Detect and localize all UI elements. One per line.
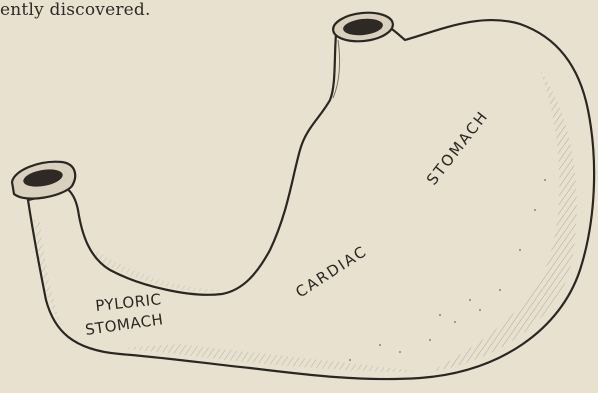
esophageal-opening bbox=[332, 10, 395, 44]
svg-text:STOMACH: STOMACH bbox=[423, 107, 492, 188]
shading-right bbox=[430, 70, 577, 372]
pyloric-opening bbox=[12, 162, 75, 199]
svg-text:CARDIAC: CARDIAC bbox=[292, 242, 370, 302]
label-cardiac: CARDIAC bbox=[292, 242, 370, 302]
shading-pylorus bbox=[34, 220, 62, 328]
label-stomach-upper: STOMACH bbox=[423, 107, 492, 188]
